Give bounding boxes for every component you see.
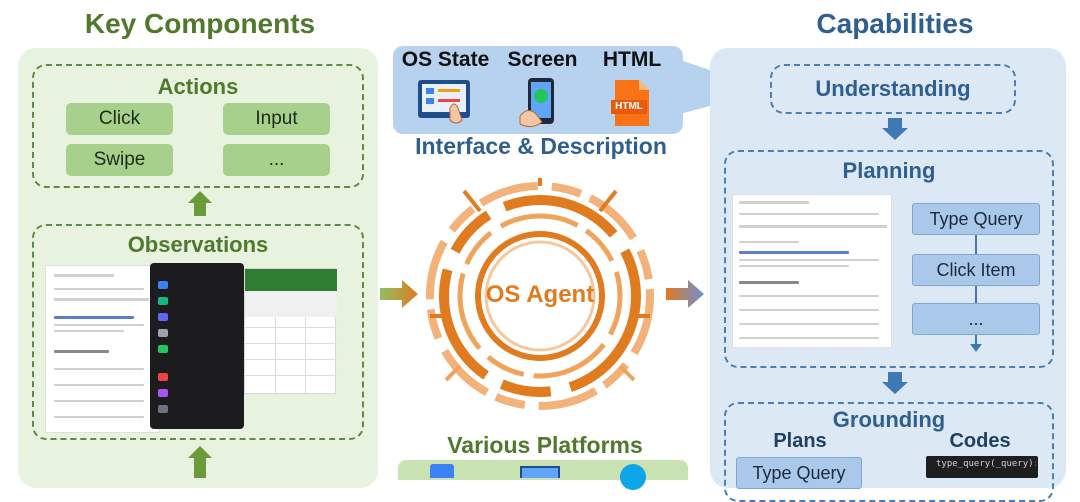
os-state-icon — [418, 80, 470, 124]
actions-title: Actions — [157, 74, 239, 99]
plan-step-type-query: Type Query — [912, 203, 1040, 235]
arrow-up-bottom-stem — [194, 457, 206, 478]
plan-end-arrow-icon — [970, 344, 982, 352]
code-snippet — [926, 456, 1038, 478]
observations-title: Observations — [127, 232, 269, 257]
plan-connector-3 — [975, 335, 977, 345]
planning-title: Planning — [842, 158, 936, 183]
action-more-button: ... — [223, 144, 330, 176]
phone-screen-icon — [519, 78, 554, 128]
various-platforms-title: Various Platforms — [447, 432, 643, 458]
actions-box — [32, 64, 364, 188]
browser-platform-icon — [620, 464, 646, 490]
html-file-icon — [611, 80, 649, 126]
os-state-label: OS State — [401, 48, 490, 71]
search-screenshot — [45, 265, 160, 433]
screen-label: Screen — [507, 48, 578, 71]
key-components-title: Key Components — [84, 8, 316, 39]
plan-step-click-item: Click Item — [912, 254, 1040, 286]
arrow-down-stem-2 — [888, 372, 902, 382]
planning-screenshot — [732, 194, 892, 348]
arrow-down-icon — [882, 128, 908, 140]
action-input-button: Input — [223, 103, 330, 135]
codes-label: Codes — [949, 430, 1011, 452]
grounding-title: Grounding — [832, 407, 946, 432]
plans-label: Plans — [773, 430, 827, 452]
arrow-right-right-icon — [666, 280, 704, 308]
plan-step-more: ... — [912, 303, 1040, 335]
html-label: HTML — [602, 48, 662, 71]
plan-connector-2 — [975, 286, 977, 303]
code-line-text: type_query(_query): — [936, 459, 1036, 469]
html-badge-text: HTML — [615, 101, 643, 112]
arrow-down-icon-2 — [882, 382, 908, 394]
understanding-box — [770, 64, 1016, 114]
os-agent-emblem — [426, 178, 654, 410]
arrow-up-bottom-icon — [188, 446, 212, 458]
os-agent-label: OS Agent — [485, 281, 595, 308]
arrow-down-stem — [888, 118, 902, 128]
phone-settings-screenshot — [150, 263, 244, 429]
observations-box — [32, 224, 364, 440]
phone-platform-icon — [430, 464, 454, 478]
capabilities-title: Capabilities — [816, 8, 974, 39]
action-click-button: Click — [66, 103, 173, 135]
arrow-up-icon — [188, 191, 212, 203]
plan-connector-1 — [975, 235, 977, 254]
understanding-label: Understanding — [815, 76, 971, 101]
interface-caption: Interface & Description — [415, 133, 667, 159]
arrow-up-stem — [194, 202, 206, 216]
grounding-plan-type-query: Type Query — [736, 457, 862, 489]
desktop-platform-icon — [520, 466, 560, 478]
planning-box — [724, 150, 1054, 368]
arrow-right-left-icon — [380, 280, 418, 308]
spreadsheet-screenshot — [244, 268, 337, 395]
action-swipe-button: Swipe — [66, 144, 173, 176]
